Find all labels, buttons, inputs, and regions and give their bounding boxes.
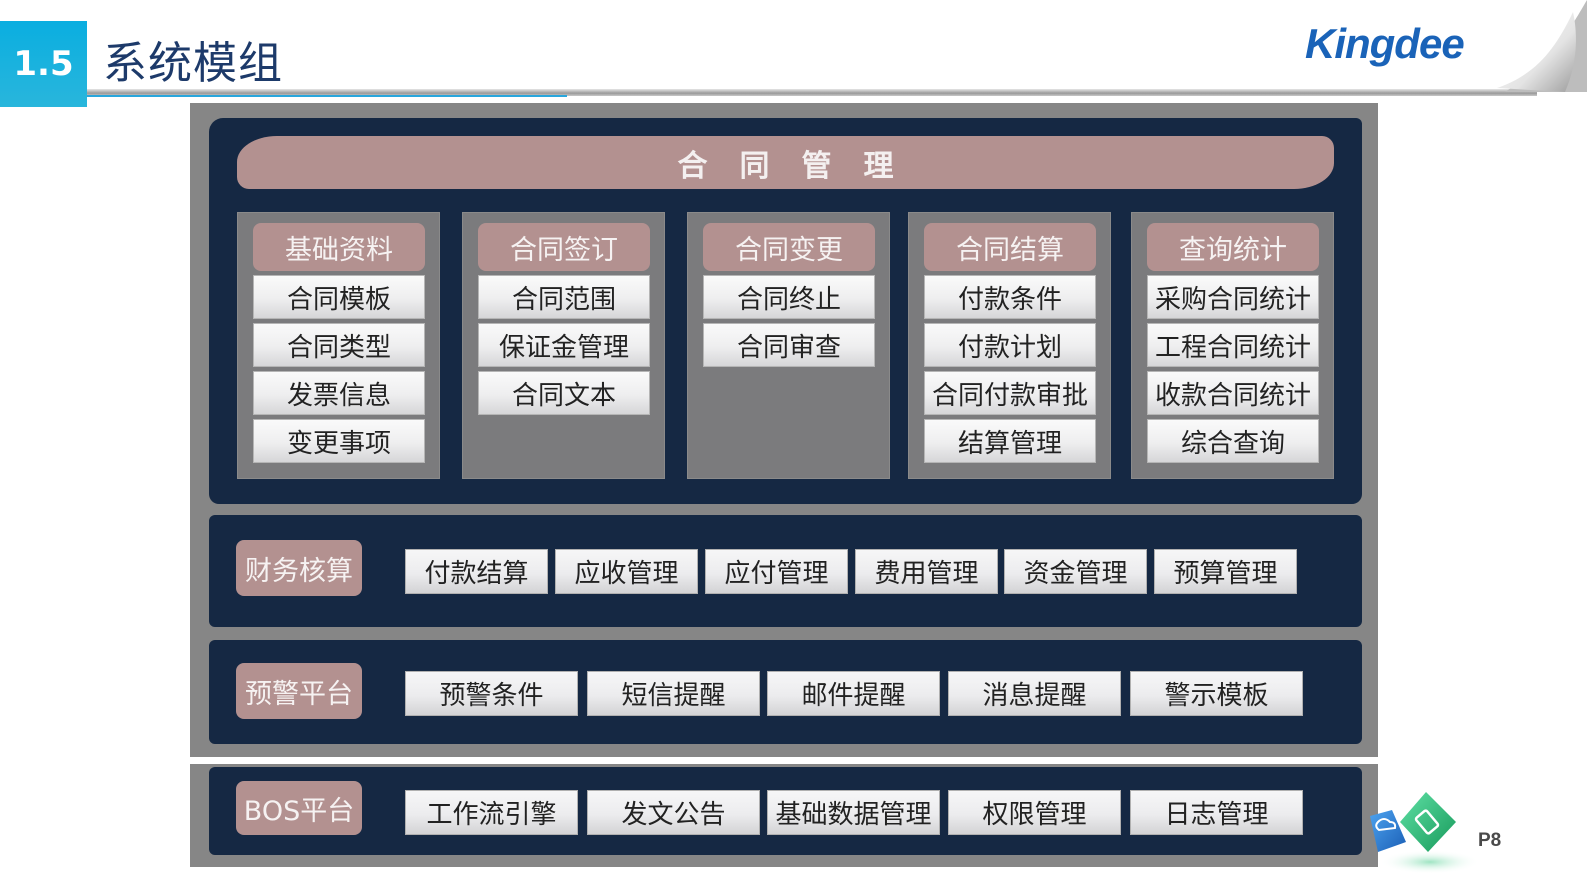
module-item[interactable]: 合同审查: [703, 323, 875, 367]
module-column-basic-data: 基础资料 合同模板 合同类型 发票信息 变更事项: [237, 212, 440, 479]
warning-item[interactable]: 邮件提醒: [767, 671, 940, 716]
column-heading: 基础资料: [253, 223, 425, 271]
kingdee-logo: Kingdee: [1305, 20, 1465, 67]
finance-item[interactable]: 付款结算: [405, 549, 548, 594]
warning-item[interactable]: 预警条件: [405, 671, 578, 716]
warning-item[interactable]: 消息提醒: [948, 671, 1121, 716]
finance-item[interactable]: 资金管理: [1004, 549, 1147, 594]
module-item[interactable]: 收款合同统计: [1147, 371, 1319, 415]
module-item[interactable]: 采购合同统计: [1147, 275, 1319, 319]
warning-platform-label: 预警平台: [236, 663, 362, 719]
warning-item[interactable]: 短信提醒: [587, 671, 760, 716]
module-column-contract-settlement: 合同结算 付款条件 付款计划 合同付款审批 结算管理: [908, 212, 1111, 479]
column-heading: 查询统计: [1147, 223, 1319, 271]
finance-label: 财务核算: [236, 540, 362, 596]
module-item[interactable]: 综合查询: [1147, 419, 1319, 463]
module-item[interactable]: 保证金管理: [478, 323, 650, 367]
module-item[interactable]: 合同类型: [253, 323, 425, 367]
page-number: P8: [1478, 830, 1502, 851]
warning-item[interactable]: 警示模板: [1130, 671, 1303, 716]
header-divider: [87, 89, 1537, 96]
column-heading: 合同结算: [924, 223, 1096, 271]
bos-item[interactable]: 日志管理: [1130, 790, 1303, 835]
header-accent-line: [87, 95, 567, 97]
bos-item[interactable]: 基础数据管理: [767, 790, 940, 835]
module-item[interactable]: 合同模板: [253, 275, 425, 319]
module-item[interactable]: 合同终止: [703, 275, 875, 319]
module-item[interactable]: 付款条件: [924, 275, 1096, 319]
bos-item[interactable]: 权限管理: [948, 790, 1121, 835]
module-column-contract-signing: 合同签订 合同范围 保证金管理 合同文本: [462, 212, 665, 479]
bos-item[interactable]: 发文公告: [587, 790, 760, 835]
page-curl-icon: [1497, 0, 1587, 92]
module-item[interactable]: 付款计划: [924, 323, 1096, 367]
column-heading: 合同签订: [478, 223, 650, 271]
module-item[interactable]: 工程合同统计: [1147, 323, 1319, 367]
bos-platform-label: BOS平台: [236, 781, 362, 835]
finance-item[interactable]: 预算管理: [1154, 549, 1297, 594]
module-column-contract-change: 合同变更 合同终止 合同审查: [687, 212, 890, 479]
contract-management-title: 合同管理: [237, 136, 1334, 189]
module-item[interactable]: 合同范围: [478, 275, 650, 319]
bos-item[interactable]: 工作流引擎: [405, 790, 578, 835]
finance-item[interactable]: 费用管理: [855, 549, 998, 594]
module-item[interactable]: 发票信息: [253, 371, 425, 415]
decorative-cubes-icon: [1370, 792, 1480, 874]
module-column-query-statistics: 查询统计 采购合同统计 工程合同统计 收款合同统计 综合查询: [1131, 212, 1334, 479]
module-item[interactable]: 合同文本: [478, 371, 650, 415]
module-item[interactable]: 变更事项: [253, 419, 425, 463]
module-item[interactable]: 合同付款审批: [924, 371, 1096, 415]
column-heading: 合同变更: [703, 223, 875, 271]
finance-item[interactable]: 应收管理: [555, 549, 698, 594]
finance-item[interactable]: 应付管理: [705, 549, 848, 594]
section-number-badge: 1.5: [0, 21, 87, 107]
page-title: 系统模组: [103, 38, 283, 89]
module-item[interactable]: 结算管理: [924, 419, 1096, 463]
